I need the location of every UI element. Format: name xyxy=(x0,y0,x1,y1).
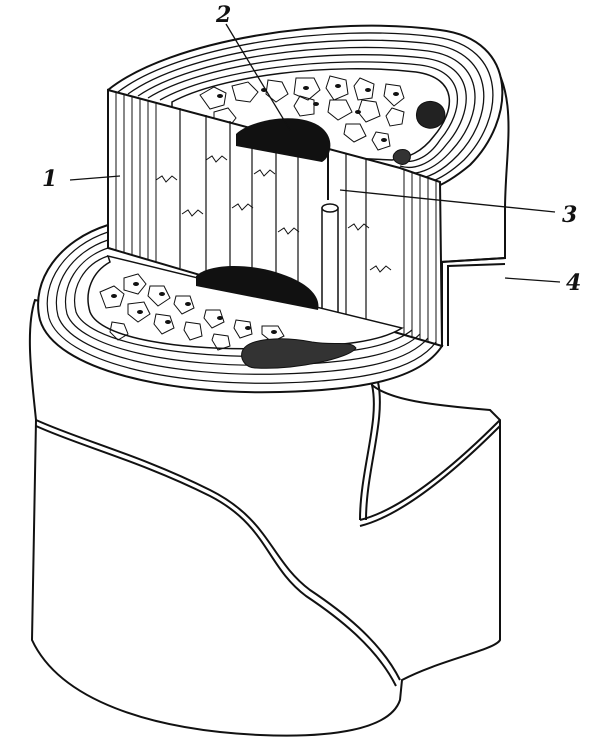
lower-lamellae xyxy=(46,231,437,384)
cut-face-lamellae-right xyxy=(403,170,437,344)
leader-lines xyxy=(69,23,561,283)
lower-marrow-area xyxy=(87,254,404,350)
leader-line-1 xyxy=(69,175,121,181)
upper-lamellae xyxy=(117,32,494,186)
periosteum-layers xyxy=(35,257,506,687)
upper-cell-nuclei xyxy=(217,84,399,142)
lower-spongy-cells xyxy=(99,273,285,351)
leader-line-3 xyxy=(339,189,556,213)
label-2: 2 xyxy=(215,2,231,28)
volkmann-canal xyxy=(321,152,339,343)
label-1: 1 xyxy=(42,166,57,192)
cut-face-lamellae-left xyxy=(115,92,157,262)
leader-line-4 xyxy=(504,277,561,283)
leader-line-2 xyxy=(225,23,291,131)
label-4: 4 xyxy=(566,270,581,296)
lower-marrow-blob xyxy=(196,265,319,310)
upper-vessel-cluster-right xyxy=(415,101,446,129)
lower-cell-nuclei xyxy=(111,282,277,334)
upper-spongy-cells xyxy=(199,75,405,151)
label-3: 3 xyxy=(562,202,577,228)
lower-cylinder-body xyxy=(28,298,501,737)
upper-vessel-cluster-small xyxy=(392,149,411,165)
cut-face-osteons xyxy=(179,108,367,324)
upper-marrow-blob xyxy=(236,118,331,162)
cut-face-cement-lines xyxy=(155,155,392,273)
lower-vessel-cluster xyxy=(241,338,357,369)
